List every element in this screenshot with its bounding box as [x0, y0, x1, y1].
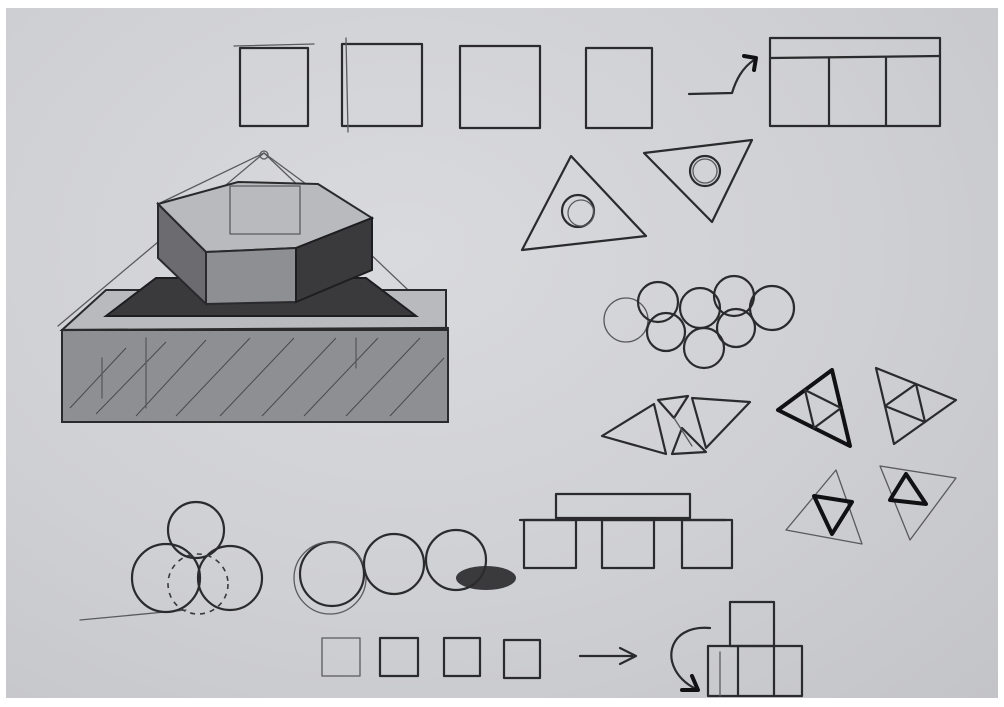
stacked-squares	[708, 602, 802, 696]
circle-cluster	[604, 276, 794, 368]
bottom-square-row	[322, 638, 540, 678]
stacked-circles	[80, 502, 262, 620]
row-triangle-1	[602, 404, 666, 454]
triangle-with-circle-down	[644, 140, 752, 222]
lintel-square-3	[682, 520, 732, 568]
subdivided-triangle-1	[778, 370, 850, 446]
curved-arrow	[671, 628, 710, 690]
triangle-with-circle-up	[522, 156, 646, 250]
small-square-1	[322, 638, 360, 676]
subdivided-triangle-2	[876, 368, 956, 444]
stacked-solid	[58, 151, 448, 422]
small-square-2	[380, 638, 418, 676]
small-square-4	[504, 640, 540, 678]
square-1	[240, 48, 308, 126]
arrow-shaft	[689, 60, 754, 94]
cluster-circle-7	[717, 309, 755, 347]
base-front-face	[62, 330, 448, 422]
row-triangle-4	[692, 398, 750, 448]
row-circle-1-echo	[294, 542, 366, 614]
bold-center-triangle-1	[786, 470, 862, 544]
triangle-up	[522, 156, 646, 250]
bottom-arrow	[580, 648, 636, 664]
row-circle-3	[426, 530, 486, 590]
lintel-beam	[556, 494, 690, 518]
stack-circle-left	[132, 544, 200, 612]
cluster-circle-3	[647, 313, 685, 351]
squares-with-lintel	[520, 494, 732, 568]
square-2-overstroke	[346, 38, 348, 132]
grid-top-band	[770, 56, 940, 58]
stacked-bottom-block	[708, 646, 802, 696]
triangle-down-circle-inner	[693, 159, 717, 183]
circle-row	[294, 530, 516, 614]
cluster-circle-2	[638, 282, 678, 322]
square-1-overstroke	[234, 44, 314, 46]
small-square-3	[444, 638, 480, 676]
triangle-row	[602, 396, 750, 454]
cluster-circle-1	[604, 298, 648, 342]
curved-arrow-head	[682, 676, 698, 690]
circle-row-shadow	[456, 566, 516, 590]
top-arrow	[689, 56, 756, 94]
lintel-square-2	[602, 520, 654, 568]
sub-tri-1-inner	[805, 390, 841, 428]
top-square-row	[234, 38, 652, 132]
combined-grid	[770, 38, 940, 126]
sub-tri-2-outline	[876, 368, 956, 444]
square-3	[460, 46, 540, 128]
prism-front-face	[206, 248, 296, 304]
row-triangle-2	[658, 396, 688, 418]
square-2	[342, 44, 422, 126]
row-circle-2	[364, 534, 424, 594]
sub-tri-2-inner	[885, 384, 925, 422]
bold-tri-1-center	[814, 496, 852, 534]
curved-arrow-shaft	[671, 628, 710, 688]
cluster-circle-8	[750, 286, 794, 330]
triangle-down-circle	[690, 156, 720, 186]
grid-outline	[770, 38, 940, 126]
bold-tri-2-center	[890, 474, 926, 504]
bold-center-triangle-2	[880, 466, 956, 540]
lintel-square-1	[524, 520, 576, 568]
square-4	[586, 48, 652, 128]
sketch-canvas	[6, 8, 998, 698]
sketch-paper	[6, 8, 998, 698]
stacked-top-square	[730, 602, 774, 646]
triangle-up-circle-inner	[568, 200, 594, 226]
